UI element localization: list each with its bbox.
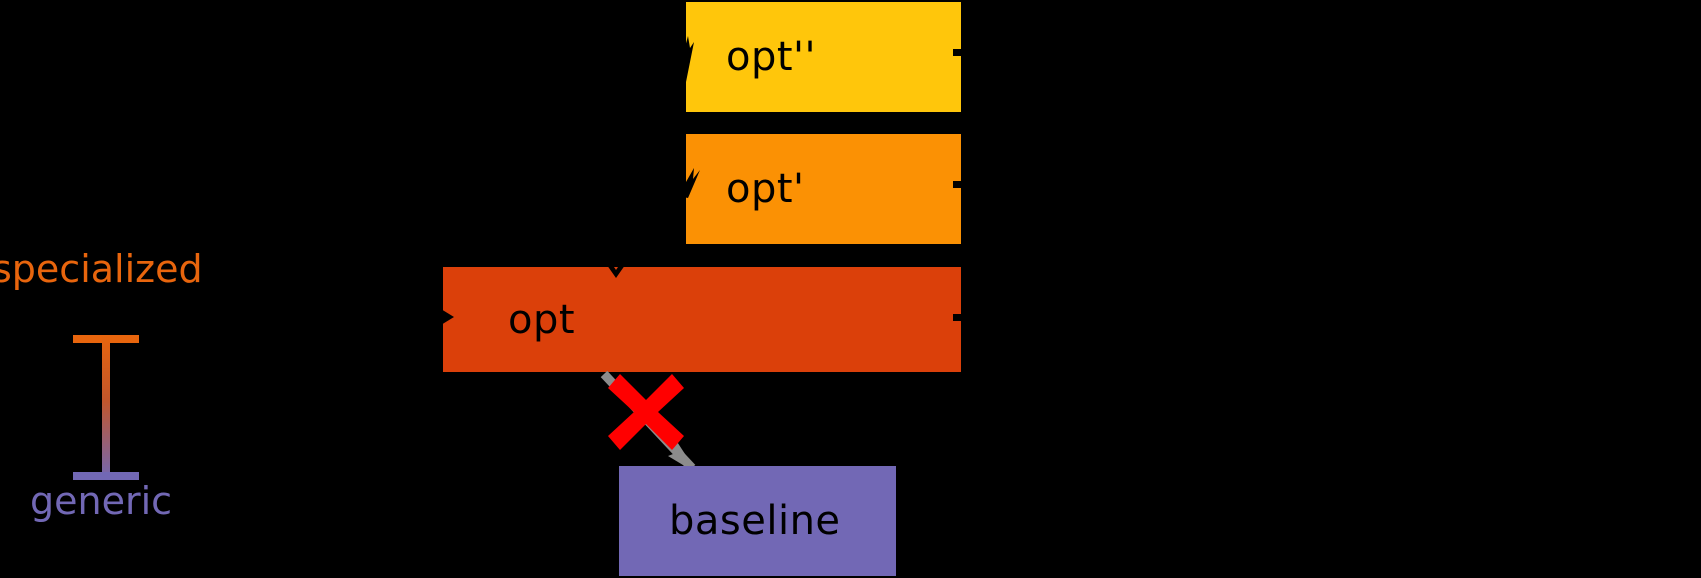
tier-label-opt1: opt' bbox=[726, 166, 805, 212]
outbound-notch-opt2 bbox=[953, 49, 961, 56]
tier-box-opt[interactable]: opt bbox=[443, 267, 961, 372]
legend-label-specialized: specialized bbox=[0, 247, 203, 291]
legend-axis-group: specialized generic bbox=[0, 250, 230, 540]
legend-label-generic: generic bbox=[30, 479, 173, 523]
tier-label-opt2: opt'' bbox=[726, 34, 817, 80]
reject-x-icon bbox=[608, 374, 684, 450]
outbound-notch-opt bbox=[953, 314, 961, 321]
tier-box-opt2[interactable]: opt'' bbox=[686, 2, 961, 112]
legend-gradient-axis bbox=[73, 335, 139, 480]
outbound-notch-opt1 bbox=[953, 181, 961, 188]
tier-label-baseline: baseline bbox=[669, 498, 841, 544]
tier-label-opt: opt bbox=[508, 296, 576, 343]
tier-box-baseline[interactable]: baseline bbox=[619, 466, 896, 576]
tier-box-opt1[interactable]: opt' bbox=[686, 134, 961, 244]
